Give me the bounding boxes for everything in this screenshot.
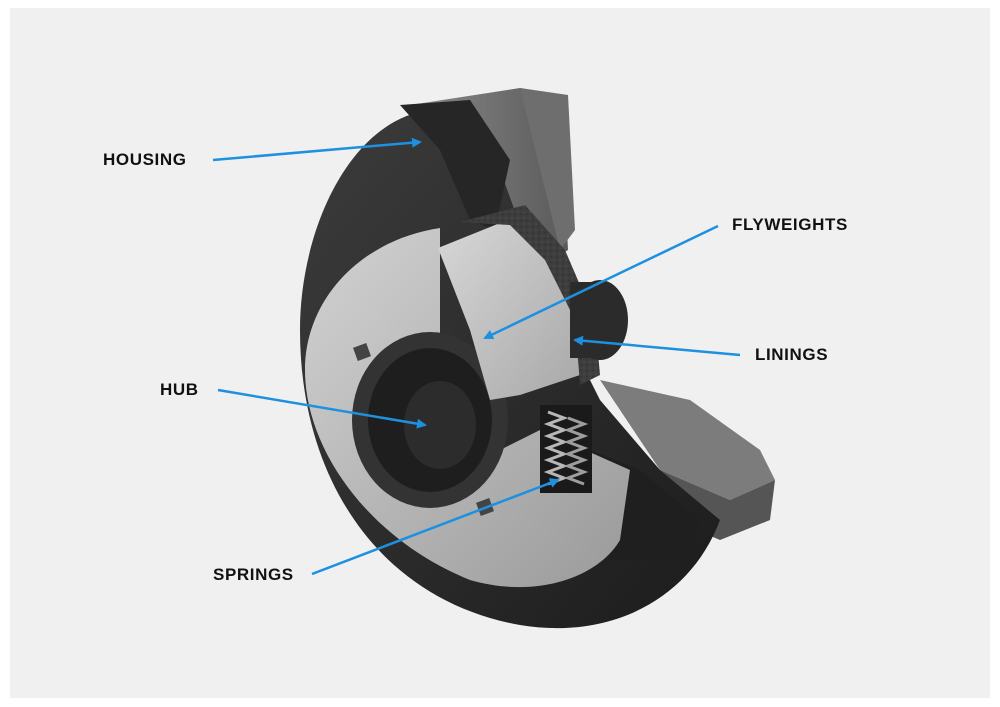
lining [460, 205, 600, 385]
label-housing: HOUSING [103, 150, 187, 169]
label-hub: HUB [160, 380, 199, 399]
label-springs: SPRINGS [213, 565, 294, 584]
linings-arrow [573, 335, 741, 357]
hub-arrow [217, 388, 427, 429]
pointer-arrows [212, 137, 741, 576]
label-linings: LININGS [755, 345, 829, 364]
springs-arrow [311, 478, 560, 576]
flyweights-arrow [483, 224, 719, 340]
flyweight [438, 215, 580, 400]
hub [352, 332, 508, 516]
label-flyweights: FLYWEIGHTS [732, 215, 848, 234]
housing-arrow [212, 137, 422, 162]
springs [540, 405, 592, 493]
drive-plate [305, 228, 630, 588]
